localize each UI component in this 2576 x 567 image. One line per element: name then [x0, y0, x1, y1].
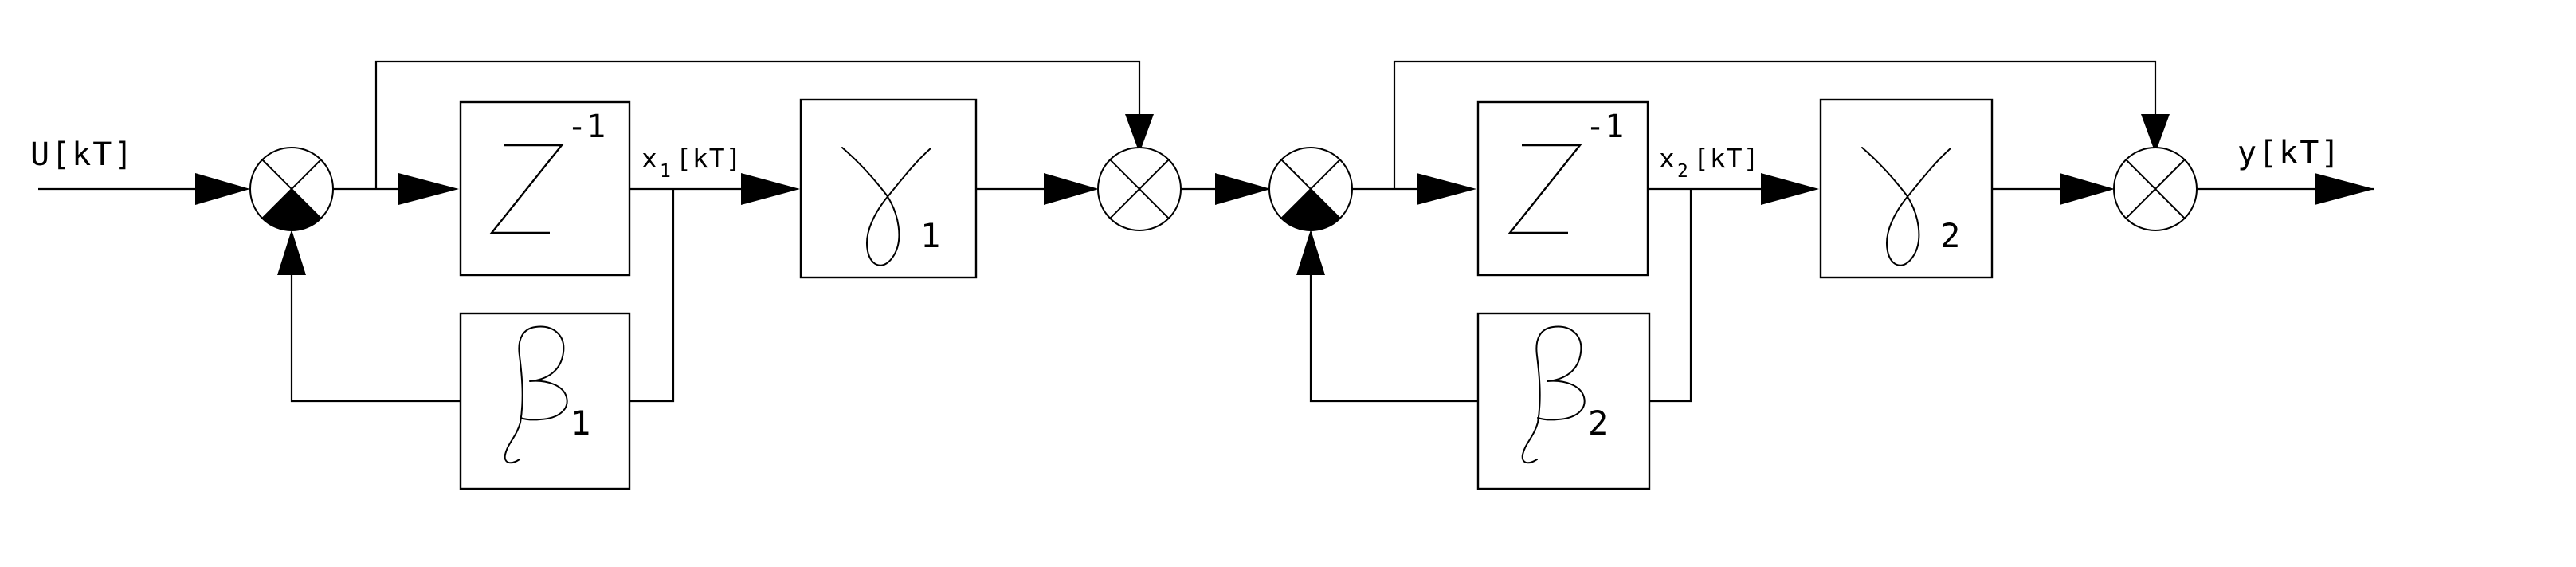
sum2-cross-b	[1109, 159, 1170, 219]
arrowhead-into-sum4	[2060, 173, 2115, 205]
delay1-frame	[459, 100, 631, 277]
block-beta-2[interactable]: 2	[1476, 312, 1651, 490]
block-gamma-1[interactable]: 1	[799, 98, 978, 279]
sum1-cross-b	[261, 159, 322, 219]
wire-beta2-to-sum3	[1309, 246, 1478, 403]
summing-junction-1[interactable]	[249, 147, 334, 231]
delay2-exponent: -1	[1586, 108, 1624, 145]
gamma1-frame	[799, 98, 978, 279]
state1-label-index: [kT]	[676, 143, 742, 174]
wire-group-feedback	[290, 189, 1692, 403]
wire-x2-to-beta2	[1649, 189, 1692, 403]
arrowhead-output	[2315, 173, 2374, 205]
wire-feedforward-stage2	[1393, 60, 2157, 189]
wire-x1-to-beta1	[629, 189, 675, 403]
arrowhead-into-sum2	[1044, 173, 1099, 205]
summing-junction-3[interactable]	[1268, 147, 1353, 231]
delay2-z-glyph	[1508, 144, 1582, 234]
delay1-z-glyph	[489, 144, 564, 234]
arrowhead-beta1-up	[277, 230, 306, 275]
state1-label-group: x 1 [kT]	[641, 143, 742, 182]
block-beta-1[interactable]: 1	[459, 312, 631, 490]
summing-junction-4[interactable]	[2113, 147, 2198, 231]
input-label: U[kT]	[30, 136, 134, 173]
arrowhead-into-sum1	[195, 173, 250, 205]
gamma2-frame	[1819, 98, 1994, 279]
wire-feedforward-stage1	[374, 60, 1141, 189]
state2-label-subscript: 2	[1677, 161, 1688, 182]
sum1-filled-wedge	[262, 189, 321, 231]
arrowhead-into-sum3	[1215, 173, 1271, 205]
state2-label-index: [kT]	[1693, 143, 1759, 174]
sum3-filled-wedge	[1281, 189, 1340, 231]
state2-label-group: x 2 [kT]	[1659, 143, 1759, 182]
state1-label-base: x	[641, 143, 658, 174]
beta2-subscript: 2	[1588, 404, 1608, 443]
arrowhead-feedforward1-down	[1125, 114, 1154, 153]
state1-label-subscript: 1	[660, 161, 671, 182]
wire-group-feedforward	[374, 60, 2157, 189]
arrowhead-into-gamma2	[1761, 173, 1819, 205]
gamma2-glyph	[1861, 147, 1951, 266]
arrowhead-beta2-up	[1296, 230, 1325, 275]
beta1-subscript: 1	[570, 404, 590, 443]
block-delay-2[interactable]: -1	[1476, 100, 1649, 277]
summing-junction-2[interactable]	[1097, 147, 1182, 231]
beta2-frame	[1476, 312, 1651, 490]
block-delay-1[interactable]: -1	[459, 100, 631, 277]
gamma2-subscript: 2	[1940, 216, 1960, 255]
arrowhead-into-delay2	[1417, 173, 1476, 205]
arrowhead-group	[195, 114, 2374, 275]
delay2-frame	[1476, 100, 1649, 277]
wire-beta1-to-sum1	[290, 246, 461, 403]
beta2-glyph	[1521, 325, 1586, 464]
arrowhead-feedforward2-down	[2141, 114, 2170, 153]
state2-label-base: x	[1659, 143, 1676, 174]
delay1-exponent: -1	[567, 108, 606, 145]
gamma1-glyph	[841, 147, 931, 266]
block-gamma-2[interactable]: 2	[1819, 98, 1994, 279]
beta1-glyph	[504, 325, 568, 464]
output-label: y[kT]	[2237, 135, 2341, 171]
gamma1-subscript: 1	[920, 216, 940, 255]
sum4-cross-b	[2125, 159, 2186, 219]
arrowhead-into-gamma1	[741, 173, 800, 205]
arrowhead-into-delay1	[398, 173, 459, 205]
sum3-cross-b	[1280, 159, 1341, 219]
beta1-frame	[459, 312, 631, 490]
